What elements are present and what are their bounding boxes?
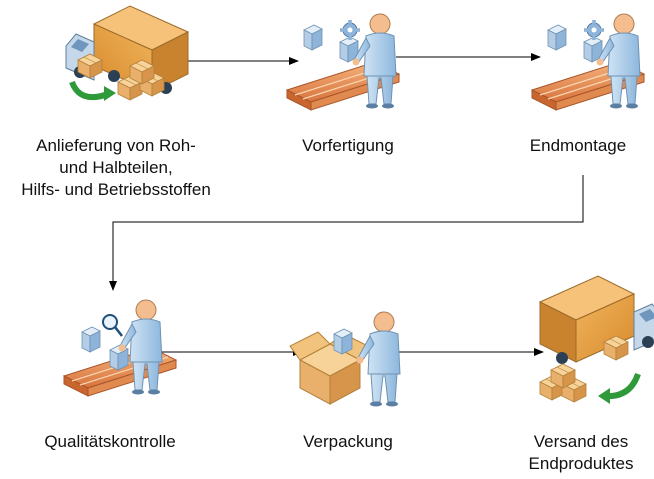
step-label-endmontage: Endmontage	[498, 135, 654, 157]
step-label-line: Versand des	[533, 432, 629, 451]
step-label-line: Endmontage	[529, 136, 627, 155]
step-label-anlieferung: Anlieferung von Roh- und Halbteilen, Hil…	[0, 135, 232, 201]
step-label-verpackung: Verpackung	[268, 431, 428, 453]
step-label-line: Anlieferung von Roh-	[36, 136, 196, 155]
step-label-versand: Versand des Endproduktes	[508, 431, 654, 475]
connector-3-4	[109, 175, 584, 291]
assembly-line-worker-icon	[286, 13, 400, 111]
step-label-qualitaetskontrolle: Qualitätskontrolle	[20, 431, 200, 453]
step-label-line: und Halbteilen,	[59, 158, 173, 177]
step-label-line: Vorfertigung	[302, 136, 394, 155]
assembly-line-worker-icon	[531, 13, 645, 111]
quality-inspection-icon	[63, 299, 177, 397]
step-label-line: Endproduktes	[528, 454, 634, 473]
step-label-vorfertigung: Vorfertigung	[258, 135, 438, 157]
magnifier-icon	[102, 314, 118, 330]
shipping-truck-icon	[539, 275, 654, 404]
step-label-line: Qualitätskontrolle	[44, 432, 176, 451]
step-label-line: Hilfs- und Betriebsstoffen	[21, 180, 211, 199]
packaging-worker-icon	[289, 311, 401, 407]
step-label-line: Verpackung	[303, 432, 393, 451]
delivery-truck-icon	[65, 5, 189, 101]
